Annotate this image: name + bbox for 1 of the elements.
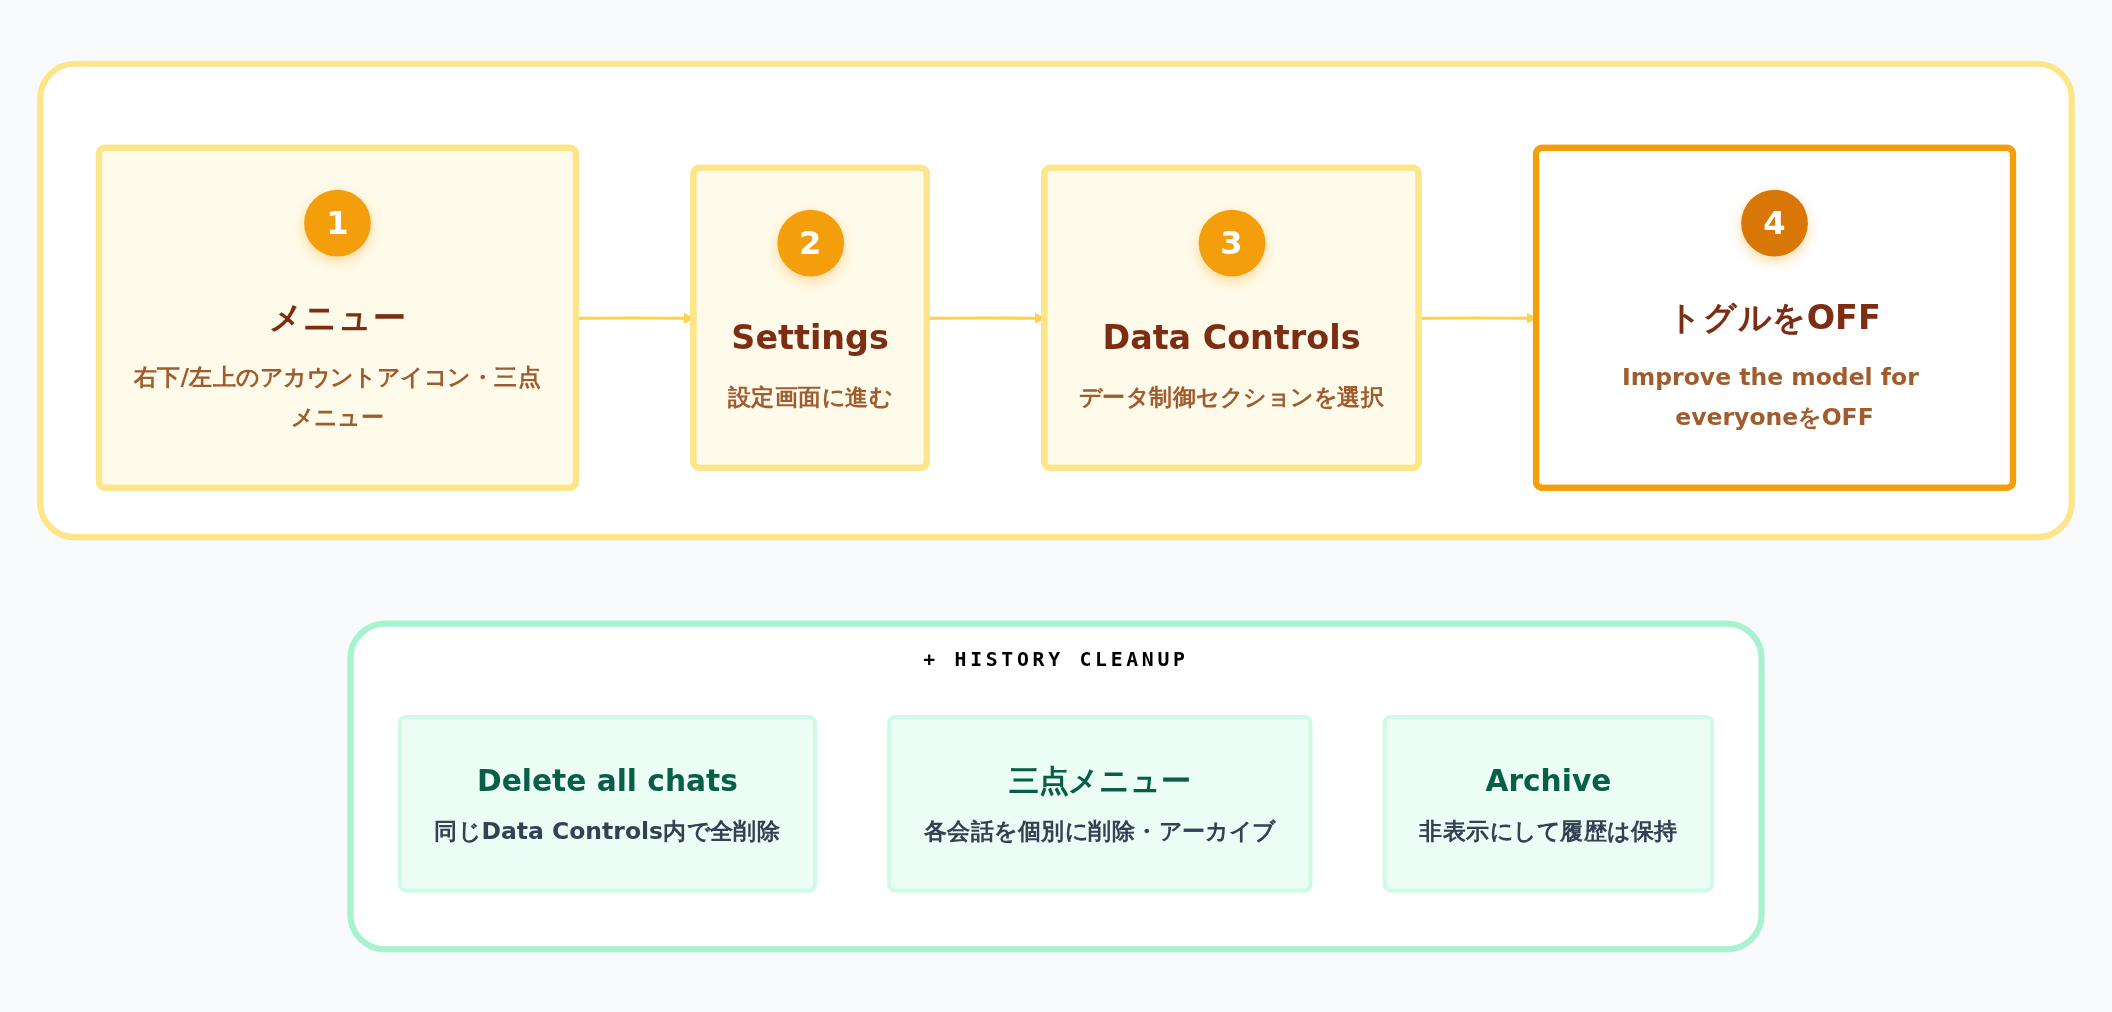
- cluster: [37, 60, 2075, 540]
